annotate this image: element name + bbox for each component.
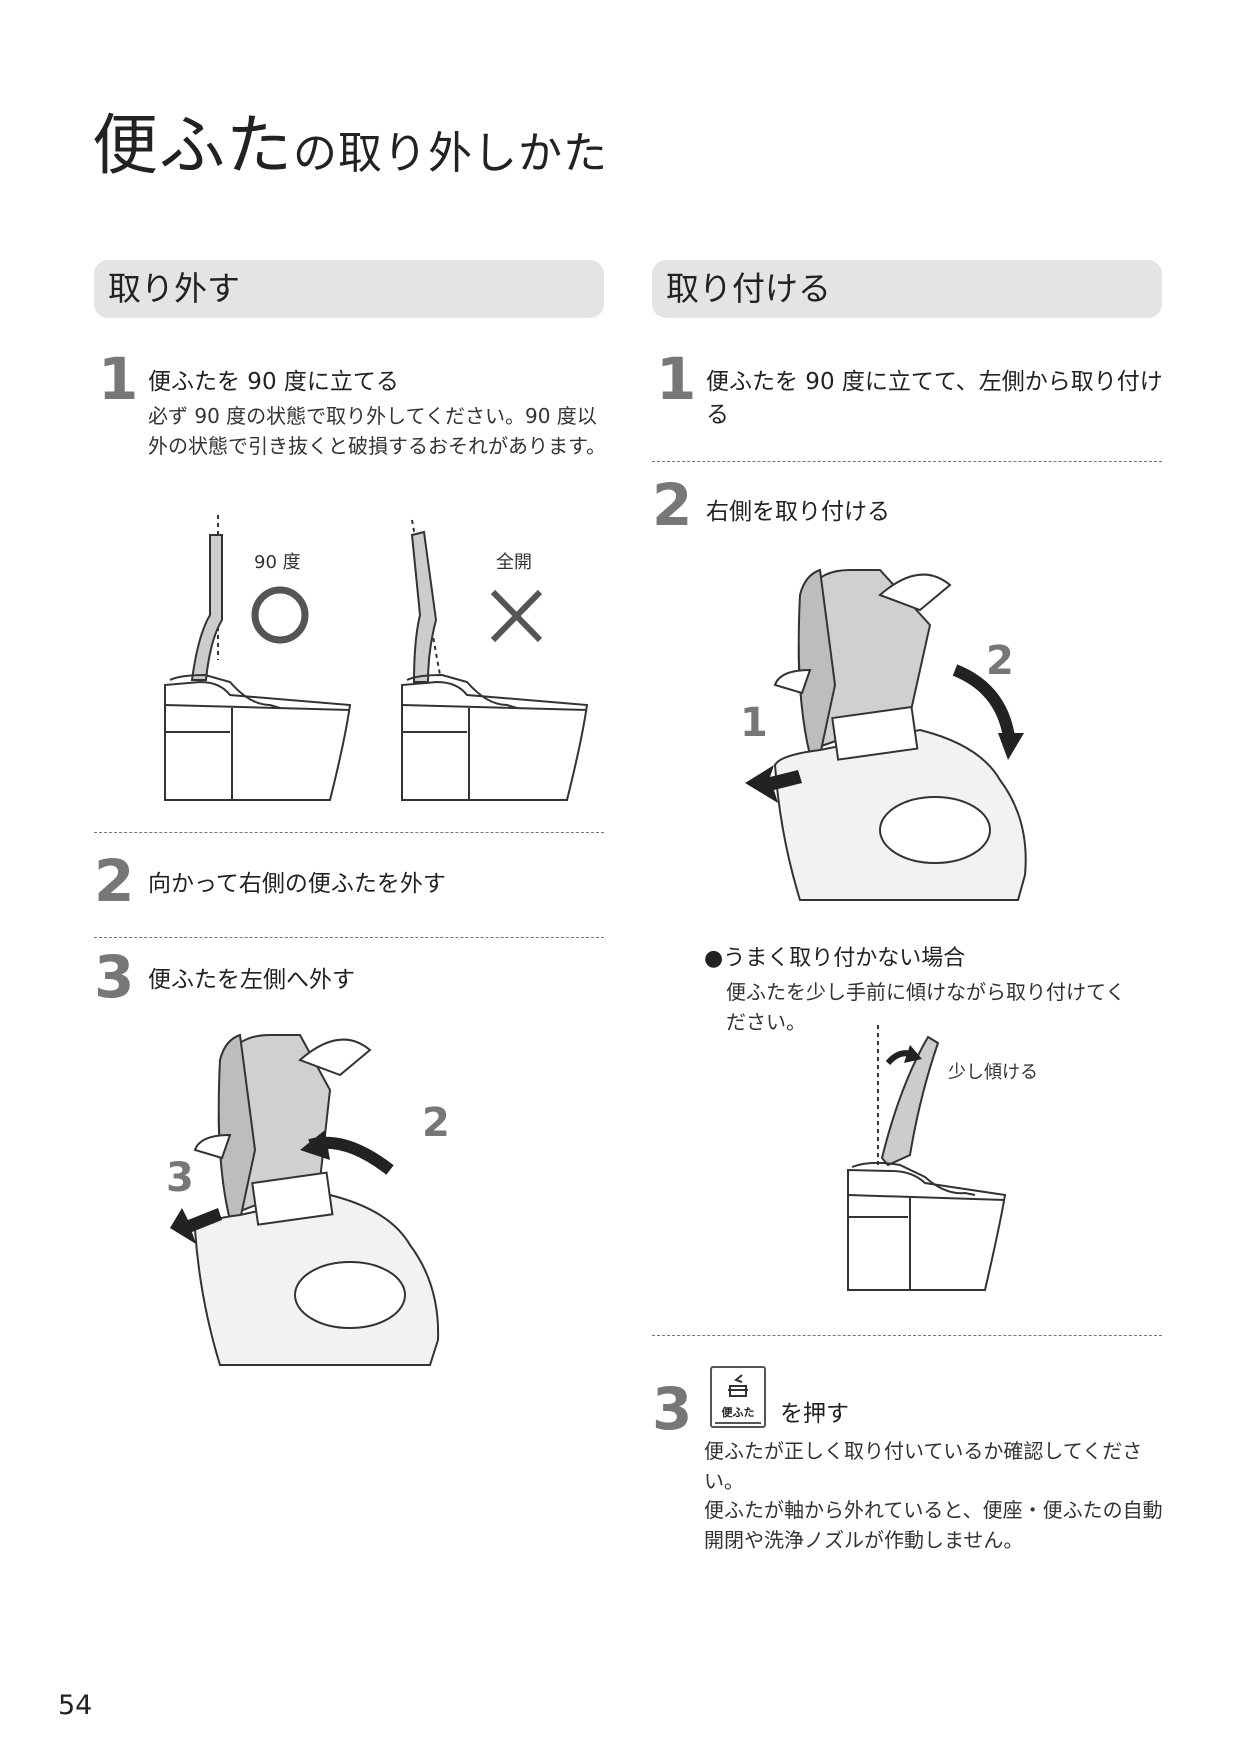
divider [94, 832, 604, 833]
divider [652, 1335, 1162, 1336]
left-arrow-icon [170, 1208, 222, 1244]
note-description: 便ふたを少し手前に傾けながら取り付けてください。 [726, 980, 1126, 1034]
step-description: 便ふたが軸から外れていると、便座・便ふたの自動開閉や洗浄ノズルが作動しません。 [704, 1498, 1163, 1552]
arrow-label: 2 [422, 1100, 450, 1146]
step-number: 3 [652, 1375, 693, 1443]
right-arrow-icon [745, 765, 802, 803]
arrow-label: 1 [740, 700, 768, 746]
step-number: 1 [656, 345, 697, 413]
section-header-attach: 取り付ける [652, 260, 1162, 318]
step-title: 便ふたを 90 度に立てる [148, 369, 399, 395]
step-number: 2 [652, 471, 693, 539]
step-title: 便ふたを 90 度に立てて、左側から取り付ける [706, 369, 1163, 428]
tilt-label: 少し傾ける [948, 1062, 1038, 1083]
step-number: 3 [94, 943, 135, 1011]
page-title-sub: の取り外しかた [293, 128, 608, 179]
section-header-remove: 取り外す [94, 260, 604, 318]
lid-button-underline [715, 1422, 761, 1424]
divider [652, 461, 1162, 462]
lid-button-label: 便ふた [721, 1406, 755, 1419]
step-title: 右側を取り付ける [706, 499, 890, 525]
page-title-main: 便ふた [92, 107, 293, 184]
divider [94, 937, 604, 938]
arrow-label: 2 [986, 638, 1014, 684]
ok-angle-label: 90 度 [254, 552, 301, 573]
step-title: を押す [780, 1401, 849, 1427]
ng-cross-icon [490, 589, 543, 643]
step-description: 必ず 90 度の状態で取り外してください。90 度以外の状態で引き抜くと破損する… [148, 404, 606, 458]
step-number: 1 [98, 345, 139, 413]
ng-angle-label: 全開 [496, 552, 532, 573]
page-number: 54 [58, 1690, 93, 1721]
remove-lid-illustration [170, 1033, 440, 1366]
page-title: 便ふたの取り外しかた [92, 92, 608, 188]
arrow-label: 3 [166, 1155, 194, 1201]
step-title: 便ふたを左側へ外す [148, 967, 355, 993]
attach-lid-illustration [745, 568, 1027, 901]
lid-button-icon[interactable]: 便ふた [710, 1366, 766, 1428]
lid-open-icon [728, 1374, 748, 1397]
ok-circle-icon [251, 586, 309, 644]
step-title: 向かって右側の便ふたを外す [148, 871, 446, 897]
step-number: 2 [94, 847, 135, 915]
lid-angle-illustration [164, 515, 589, 801]
tilt-lid-illustration [847, 1025, 1007, 1291]
step-description: 便ふたが正しく取り付いているか確認してください。 [704, 1439, 1143, 1493]
note-title: ●うまく取り付かない場合 [704, 946, 966, 971]
